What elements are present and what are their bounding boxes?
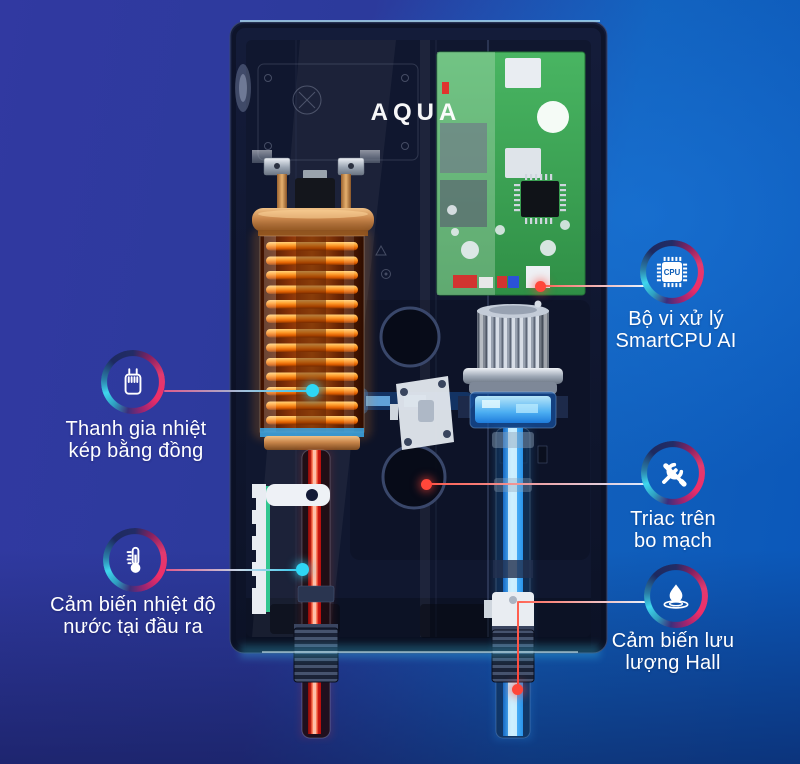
cold-water-pipe [484, 427, 535, 740]
callout-label-cpu: Bộ vi xử lý SmartCPU AI [615, 308, 737, 352]
hot-water-pipe [293, 449, 339, 739]
callout-dot-heater [306, 384, 319, 397]
heating-element [252, 150, 380, 450]
temperature-sensor-bracket [248, 484, 330, 614]
callout-badge-hall [644, 564, 708, 628]
cpu-chip-icon: CPU [656, 256, 688, 288]
mounting-plate [390, 376, 454, 450]
callout-badge-temp [103, 528, 167, 592]
brand-logo: AQUA [370, 99, 462, 126]
callout-line-heater [164, 390, 314, 392]
callout-dot-cpu [535, 281, 546, 292]
heating-element-icon [124, 368, 142, 395]
water-drop-icon [663, 584, 689, 609]
callout-dot-hall [512, 684, 523, 695]
edge-glow [240, 18, 609, 658]
gradient-ring [101, 350, 165, 414]
callout-label-heater: Thanh gia nhiệt kép bằng đồng [65, 418, 207, 462]
callout-dot-triac [421, 479, 432, 490]
thermometer-icon [126, 546, 141, 573]
callout-line-hall-vertical [517, 601, 519, 688]
callout-badge-heater [101, 350, 165, 414]
callout-dot-temp [296, 563, 309, 576]
cpu-chip [514, 174, 566, 224]
callout-label-temp: Cảm biến nhiệt độ nước tại đầu ra [50, 594, 216, 638]
callout-badge-triac [641, 441, 705, 505]
callout-badge-cpu: CPU [640, 240, 704, 304]
callout-line-triac [426, 483, 646, 485]
top-panel-details [257, 63, 419, 279]
callout-line-hall-horizontal [518, 601, 649, 603]
circuit-board [436, 51, 586, 296]
tools-icon [662, 462, 687, 487]
callout-line-cpu [540, 285, 644, 287]
callout-label-triac: Triac trên bo mạch [630, 508, 716, 552]
callout-line-temp [166, 569, 302, 571]
callout-label-hall: Cảm biến lưu lượng Hall [611, 630, 735, 674]
copper-coil [259, 235, 365, 433]
cpu-icon-label: CPU [664, 268, 681, 277]
flow-valve-knob [458, 300, 568, 429]
